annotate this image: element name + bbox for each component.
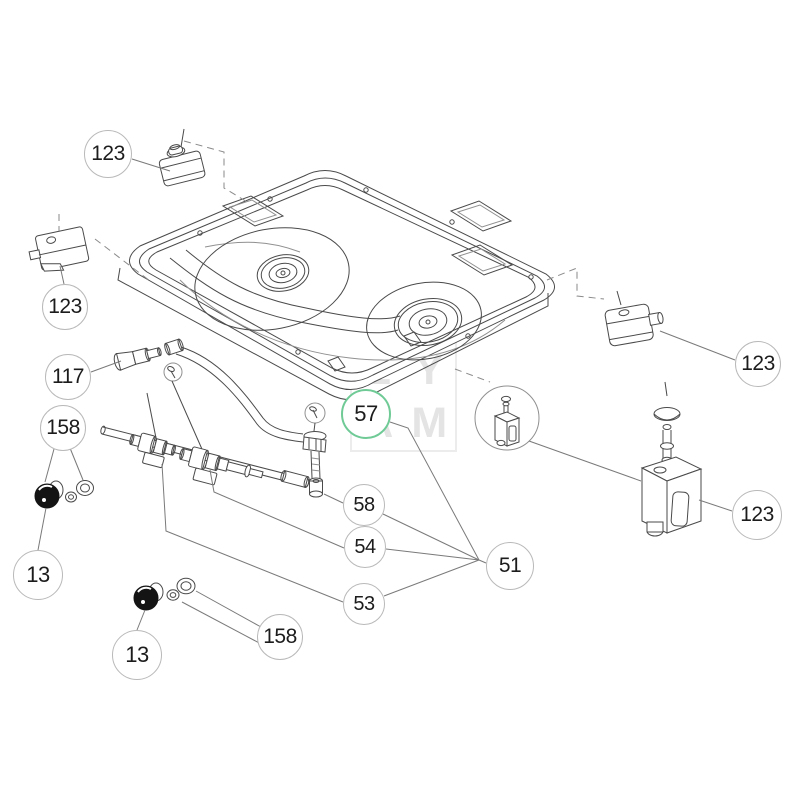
watermark-letter: M <box>411 399 448 447</box>
cooktop-pan-drawing <box>117 170 555 401</box>
callout-117[interactable]: 117 <box>45 354 91 400</box>
igniter-part <box>113 338 184 382</box>
callout-13-left[interactable]: 13 <box>13 550 63 600</box>
callout-158-bottom[interactable]: 158 <box>257 614 303 660</box>
inlet-fitting-and-jet <box>302 402 327 498</box>
callout-58[interactable]: 58 <box>343 484 385 526</box>
switch-part-top-left <box>158 128 206 187</box>
callout-13-bottom[interactable]: 13 <box>112 630 162 680</box>
knob-part-bottom <box>133 577 196 611</box>
bracket-part-left <box>28 226 90 272</box>
callout-123-top-left[interactable]: 123 <box>84 130 132 178</box>
gas-valve-2 <box>179 446 264 486</box>
burner-right <box>366 281 482 361</box>
callout-51[interactable]: 51 <box>486 542 534 590</box>
burner-base-part-right <box>640 381 703 537</box>
burner-left <box>194 227 350 331</box>
callout-123-right[interactable]: 123 <box>735 341 781 387</box>
callout-57-highlighted[interactable]: 57 <box>341 389 391 439</box>
embossed-pads <box>221 195 514 276</box>
ignition-switch-right <box>604 290 664 347</box>
gas-valve-1 <box>129 432 176 469</box>
rim-screw-holes <box>197 187 534 355</box>
knob-part-left <box>34 480 94 509</box>
dashed-alignment-lines <box>58 140 605 383</box>
callout-158-left[interactable]: 158 <box>40 405 86 451</box>
callout-53[interactable]: 53 <box>343 583 385 625</box>
callout-123-bottom-right[interactable]: 123 <box>732 490 782 540</box>
callout-54[interactable]: 54 <box>344 526 386 568</box>
detail-circle <box>474 385 540 451</box>
leader-lines <box>37 158 736 646</box>
valve-rail-assembly <box>100 346 327 498</box>
callout-123-left[interactable]: 123 <box>42 284 88 330</box>
